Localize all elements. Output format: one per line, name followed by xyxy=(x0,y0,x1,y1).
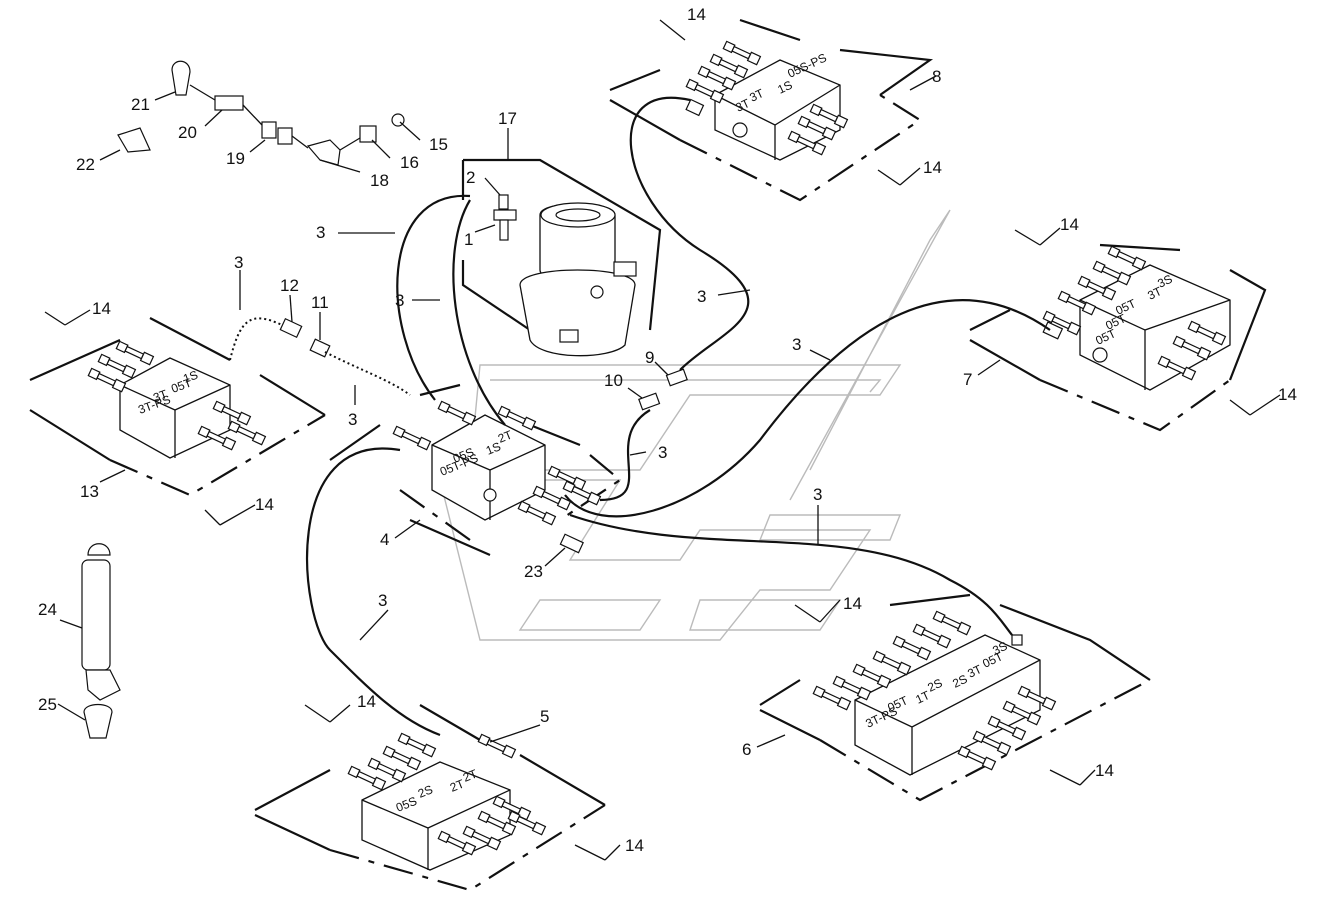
callout-14a: 14 xyxy=(687,5,706,24)
callout-20: 20 xyxy=(178,123,197,142)
block-label-7a: 3S xyxy=(1155,272,1174,291)
callout-6: 6 xyxy=(742,740,751,759)
callout-24: 24 xyxy=(38,600,57,619)
distributor-group-7: 3S 3T 05T 05T 05T xyxy=(969,243,1267,432)
callout-22: 22 xyxy=(76,155,95,174)
callout-7: 7 xyxy=(963,370,972,389)
leader-lines xyxy=(44,19,1281,861)
callout-17: 17 xyxy=(498,109,517,128)
callout-3g: 3 xyxy=(658,443,667,462)
callout-14d: 14 xyxy=(92,299,111,318)
callout-10: 10 xyxy=(604,371,623,390)
callout-3b: 3 xyxy=(234,253,243,272)
loose-fittings xyxy=(279,98,1064,646)
distributor-group-13: 1S 05T 3T 3T-PS xyxy=(29,317,326,497)
callout-3d: 3 xyxy=(697,287,706,306)
callout-21: 21 xyxy=(131,95,150,114)
callout-25: 25 xyxy=(38,695,57,714)
distributor-group-5: 2T 2T 2S 05S xyxy=(254,704,606,892)
callout-19: 19 xyxy=(226,149,245,168)
block-label-5a: 2T xyxy=(461,766,480,784)
callout-3e: 3 xyxy=(792,335,801,354)
callout-2: 2 xyxy=(466,168,475,187)
callout-5: 5 xyxy=(540,707,549,726)
callout-8: 8 xyxy=(932,67,941,86)
block-label-13c: 3T xyxy=(151,387,170,405)
callout-3f: 3 xyxy=(348,410,357,429)
callout-14g: 14 xyxy=(843,594,862,613)
callout-16: 16 xyxy=(400,153,419,172)
callout-14j: 14 xyxy=(625,836,644,855)
callout-13: 13 xyxy=(80,482,99,501)
callout-11: 11 xyxy=(311,293,329,312)
block-label-6d: 2S xyxy=(950,672,969,691)
block-label-4a: 2T xyxy=(496,427,515,445)
callout-3a: 3 xyxy=(316,223,325,242)
block-label-13a: 1S xyxy=(181,368,200,386)
block-label-6f: 1T xyxy=(913,688,932,707)
callout-14c: 14 xyxy=(1060,215,1079,234)
callouts: 1 2 3 3 3 3 3 3 3 3 3 4 5 6 7 8 9 10 11 … xyxy=(38,5,1297,855)
callout-4: 4 xyxy=(380,530,389,549)
small-parts xyxy=(117,60,405,166)
hoses xyxy=(229,96,1051,737)
callout-14f: 14 xyxy=(255,495,274,514)
block-label-13b: 05T xyxy=(169,375,194,395)
central-pump xyxy=(461,158,662,357)
callout-14i: 14 xyxy=(357,692,376,711)
block-label-8d: 3T xyxy=(733,96,752,115)
block-label-5b: 2T xyxy=(448,776,467,794)
distributor-group-4: 2T 1S 05S 05T-PS xyxy=(329,383,622,557)
block-label-6e: 2S xyxy=(925,676,944,695)
callout-14h: 14 xyxy=(1095,761,1114,780)
callout-9: 9 xyxy=(645,348,654,367)
callout-3i: 3 xyxy=(378,591,387,610)
block-label-8b: 1S xyxy=(775,78,794,97)
block-label-4b: 1S xyxy=(484,439,503,457)
callout-1: 1 xyxy=(464,230,473,249)
callout-23: 23 xyxy=(524,562,543,581)
callout-15: 15 xyxy=(429,135,448,154)
distributor-group-6: 3S 05T 3T 2S 2S 1T 05T 3T-PS xyxy=(759,593,1151,802)
distributor-group-8: 05S-PS 1S 3T 3T xyxy=(609,18,934,202)
block-label-7b: 3T xyxy=(1145,284,1164,303)
block-label-5c: 2S xyxy=(416,782,435,800)
block-label-6a: 3S xyxy=(990,639,1009,658)
block-label-8c: 3T xyxy=(747,86,766,105)
fitting-1-2 xyxy=(493,194,517,241)
callout-14e: 14 xyxy=(1278,385,1297,404)
callout-12: 12 xyxy=(280,276,299,295)
watermark-logo xyxy=(439,209,951,641)
block-label-6c: 3T xyxy=(965,662,984,681)
callout-3h: 3 xyxy=(813,485,822,504)
grease-gun xyxy=(81,543,121,739)
callout-14b: 14 xyxy=(923,158,942,177)
callout-3c: 3 xyxy=(395,291,404,310)
callout-18: 18 xyxy=(370,171,389,190)
